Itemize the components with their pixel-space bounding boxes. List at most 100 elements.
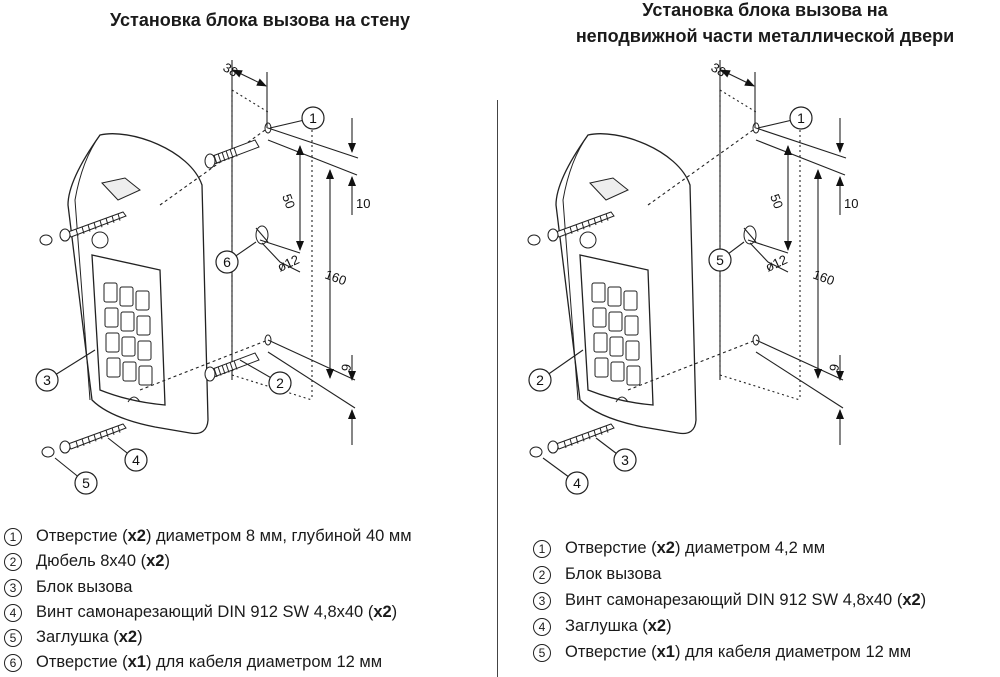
legend-number: 4 xyxy=(4,603,22,622)
camera-lens xyxy=(91,231,109,249)
legend-text-pre: Заглушка ( xyxy=(565,617,648,635)
legend-number: 5 xyxy=(4,629,22,648)
callout-circle xyxy=(74,471,98,495)
screw-thread xyxy=(587,432,591,440)
cap-top xyxy=(527,234,541,246)
dashed-projection xyxy=(159,127,269,206)
legend-number: 3 xyxy=(533,592,551,610)
legend-text-pre: Отверстие ( xyxy=(36,653,128,672)
legend-number: 2 xyxy=(4,553,22,572)
legend-text-pre: Заглушка ( xyxy=(36,628,119,647)
legend-text-post: ) xyxy=(137,628,143,647)
keypad-key xyxy=(610,361,625,382)
legend-text-post: ) xyxy=(391,602,398,621)
callout-number: 2 xyxy=(536,372,544,388)
screw-thread xyxy=(563,228,567,237)
legend-text-bold: x2 xyxy=(146,552,165,571)
dashed-projection xyxy=(139,339,269,391)
keypad-key xyxy=(106,357,121,378)
hole-line xyxy=(755,351,844,409)
callout-circle xyxy=(215,250,239,274)
screw-thread xyxy=(99,432,103,440)
keypad-key xyxy=(608,311,623,332)
dim-spacing-label: 50 xyxy=(279,192,298,211)
legend-text-pre: Дюбель 8x40 ( xyxy=(36,552,147,571)
cable-hole-cross xyxy=(743,227,757,243)
screw-head xyxy=(547,440,559,454)
cable-hole xyxy=(255,225,269,245)
call-unit-side-edge xyxy=(74,134,101,401)
cable-hole xyxy=(743,225,757,245)
dowel xyxy=(209,352,260,378)
legend-number: 5 xyxy=(533,644,551,662)
call-unit-side-edge xyxy=(562,134,589,401)
callout-number: 5 xyxy=(716,252,724,268)
screw-thread xyxy=(105,429,109,438)
cap-bottom xyxy=(41,446,55,458)
screw-thread xyxy=(81,438,85,446)
screw-thread xyxy=(75,228,79,237)
screw-thread xyxy=(87,224,91,232)
callout-number: 4 xyxy=(132,452,140,468)
keypad-key xyxy=(122,361,137,382)
dim-offset-label: 38 xyxy=(221,60,241,80)
callout-circle xyxy=(528,368,552,392)
camera-lens xyxy=(579,231,597,249)
legend-text-post: ) диаметром 4,2 мм xyxy=(674,539,826,557)
legend-text-post: ) xyxy=(920,591,927,609)
screw-thread xyxy=(593,429,597,438)
keypad-key xyxy=(609,336,624,357)
legend-text-bold: x2 xyxy=(656,539,675,557)
legend-text: Винт самонарезающий DIN 912 SW 4,8x40 (x… xyxy=(36,600,397,625)
screw-thread xyxy=(575,224,579,232)
legend-text-post: ) для кабеля диаметром 12 мм xyxy=(674,643,912,661)
dowel-rib xyxy=(233,147,238,157)
legend-number: 6 xyxy=(4,654,22,673)
legend-text-bold: x2 xyxy=(127,527,146,545)
keypad-key xyxy=(626,365,641,386)
divider xyxy=(497,100,498,677)
dowel-rib xyxy=(213,154,218,165)
screw-head xyxy=(547,228,559,242)
dim-spacing-label: 50 xyxy=(767,192,786,211)
screw-thread xyxy=(581,434,585,442)
legend-text-post: ) xyxy=(164,552,170,571)
keypad-key xyxy=(591,282,606,303)
screw-thread xyxy=(99,220,103,228)
screw-thread xyxy=(599,427,603,435)
screw-thread xyxy=(563,440,567,449)
keypad-key xyxy=(105,332,120,353)
dashed-projection xyxy=(647,127,757,206)
screw-thread xyxy=(93,222,97,230)
screw-thread xyxy=(105,217,109,226)
cable-slot xyxy=(101,177,141,201)
cable-line xyxy=(747,239,789,254)
legend-text: Дюбель 8x40 (x2) xyxy=(36,549,170,574)
keypad xyxy=(591,282,641,386)
hidden-edge xyxy=(231,89,269,113)
dowel-end xyxy=(204,153,216,169)
hole-line-top xyxy=(267,127,359,159)
legend-text-post: ) диаметром 8 мм, глубиной 40 мм xyxy=(145,527,412,545)
dowel-rib xyxy=(233,360,238,370)
callout-circle xyxy=(35,368,59,392)
legend-number: 2 xyxy=(533,566,551,584)
callout-number: 1 xyxy=(309,110,317,126)
screw-thread xyxy=(587,220,591,228)
callout-circle xyxy=(708,248,732,272)
keypad-key xyxy=(103,282,118,303)
callout-number: 3 xyxy=(43,372,51,388)
hole-line xyxy=(267,351,356,409)
legend-text: Винт самонарезающий DIN 912 SW 4,8x40 (x… xyxy=(565,588,926,613)
dowel-rib xyxy=(229,361,234,372)
screw-thread xyxy=(605,425,609,433)
screw-thread xyxy=(87,436,91,444)
legend-text: Отверстие (x2) диаметром 8 мм, глубиной … xyxy=(36,524,412,549)
cable-hole-cross xyxy=(255,227,269,243)
legend-text-pre: Блок вызова xyxy=(36,577,133,596)
callout-circle xyxy=(613,448,637,472)
dim-total-label: 160 xyxy=(811,267,837,289)
